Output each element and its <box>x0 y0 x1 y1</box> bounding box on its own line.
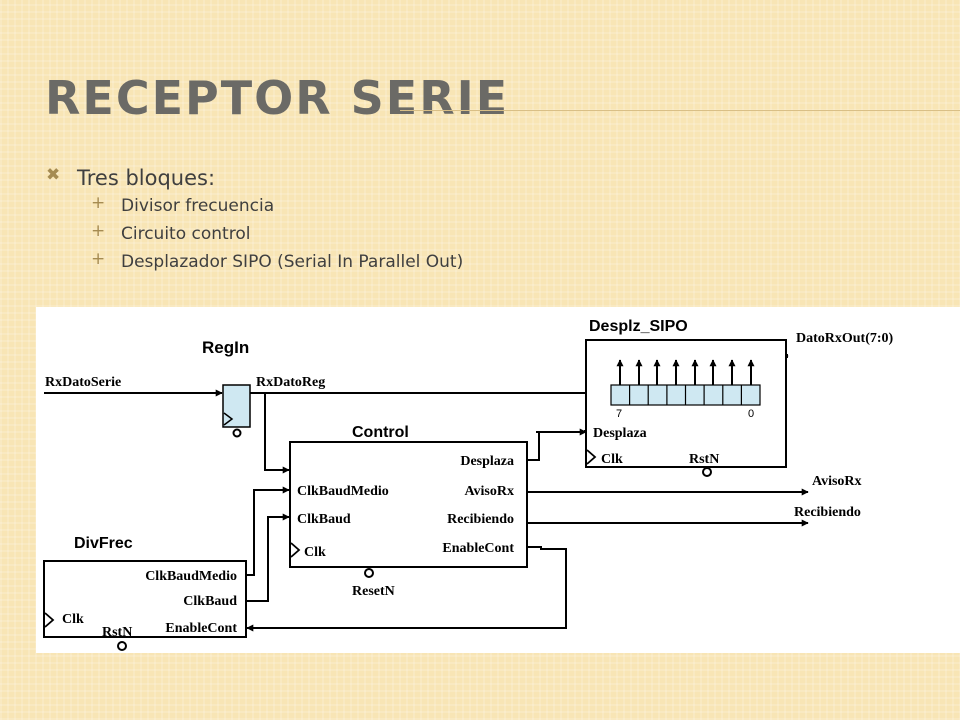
control-box <box>289 441 528 568</box>
control-in-clkbaudmedio: ClkBaudMedio <box>297 484 389 499</box>
signal-avisorx: AvisoRx <box>812 474 862 489</box>
title-underline <box>400 110 960 111</box>
slide-title: Receptor serie <box>45 71 510 125</box>
control-reset-bubble <box>364 568 374 578</box>
wire-clkbaudmedio <box>246 486 290 576</box>
control-clock-icon <box>290 542 301 558</box>
divfrec-out-clkbaudmedio: ClkBaudMedio <box>145 569 237 584</box>
block-diagram: RegIn Control ClkBaudMedio ClkBaud Clk D… <box>36 307 960 653</box>
sub-bullet-text: Divisor frecuencia <box>121 196 275 216</box>
bullet-item: ✖ Tres bloques: <box>46 165 215 194</box>
sipo-reset-bubble <box>702 467 712 477</box>
bullet-text: Tres bloques: <box>77 166 216 190</box>
control-label: Control <box>352 424 409 441</box>
control-in-clk: Clk <box>304 545 326 560</box>
signal-recibiendo: Recibiendo <box>794 505 861 520</box>
bullet-list: ✖ Tres bloques: + Divisor frecuencia + C… <box>46 165 463 278</box>
divfrec-block: DivFrec ClkBaudMedio ClkBaud Clk EnableC… <box>43 535 247 651</box>
regin-reset-bubble <box>232 428 242 438</box>
sub-bullet-text: Circuito control <box>121 224 251 244</box>
signal-rx-dato-serie: RxDatoSerie <box>45 375 121 390</box>
plus-bullet-icon: + <box>91 221 106 241</box>
divfrec-reset-label: RstN <box>102 625 132 640</box>
control-out-avisorx: AvisoRx <box>464 484 514 499</box>
sipo-in-desplaza: Desplaza <box>593 426 647 441</box>
signal-datorxout: DatoRxOut(7:0) <box>796 331 894 346</box>
divfrec-out-clkbaud: ClkBaud <box>183 594 237 609</box>
divfrec-in-clk: Clk <box>62 612 84 627</box>
control-out-desplaza: Desplaza <box>460 454 514 469</box>
block-diagram-svg: RegIn Control ClkBaudMedio ClkBaud Clk D… <box>36 307 960 653</box>
wire-reg-to-control <box>264 393 290 474</box>
regin-label: RegIn <box>202 338 249 357</box>
regin-clock-icon <box>223 412 234 426</box>
control-out-recibiendo: Recibiendo <box>447 512 514 527</box>
sipo-lsb-label: 0 <box>748 408 754 420</box>
sub-bullet-text: Desplazador SIPO (Serial In Parallel Out… <box>121 252 464 272</box>
control-reset-label: ResetN <box>352 584 395 599</box>
divfrec-clock-icon <box>44 612 55 628</box>
plus-bullet-icon: + <box>91 193 106 213</box>
sipo-reset-label: RstN <box>689 452 719 467</box>
sipo-label: Desplz_SIPO <box>589 318 688 335</box>
signal-rx-dato-reg: RxDatoReg <box>256 375 325 390</box>
divfrec-in-enablecont: EnableCont <box>165 621 237 636</box>
x-bullet-icon: ✖ <box>46 165 61 185</box>
sipo-in-clk: Clk <box>601 452 623 467</box>
sipo-block: Desplz_SIPO Desplaza Clk RstN 7 0 <box>585 318 787 477</box>
wire-clkbaud <box>246 513 290 602</box>
sipo-msb-label: 7 <box>616 408 622 420</box>
control-in-clkbaud: ClkBaud <box>297 512 351 527</box>
plus-bullet-icon: + <box>91 249 106 269</box>
regin-block: RegIn <box>202 338 251 438</box>
divfrec-box <box>43 560 247 638</box>
regin-box <box>222 384 251 428</box>
wire-enablecont <box>246 546 567 632</box>
divfrec-reset-bubble <box>117 641 127 651</box>
control-out-enablecont: EnableCont <box>442 541 514 556</box>
control-block: Control ClkBaudMedio ClkBaud Clk Desplaz… <box>289 424 528 599</box>
sipo-clock-icon <box>586 449 597 465</box>
divfrec-label: DivFrec <box>74 535 133 552</box>
